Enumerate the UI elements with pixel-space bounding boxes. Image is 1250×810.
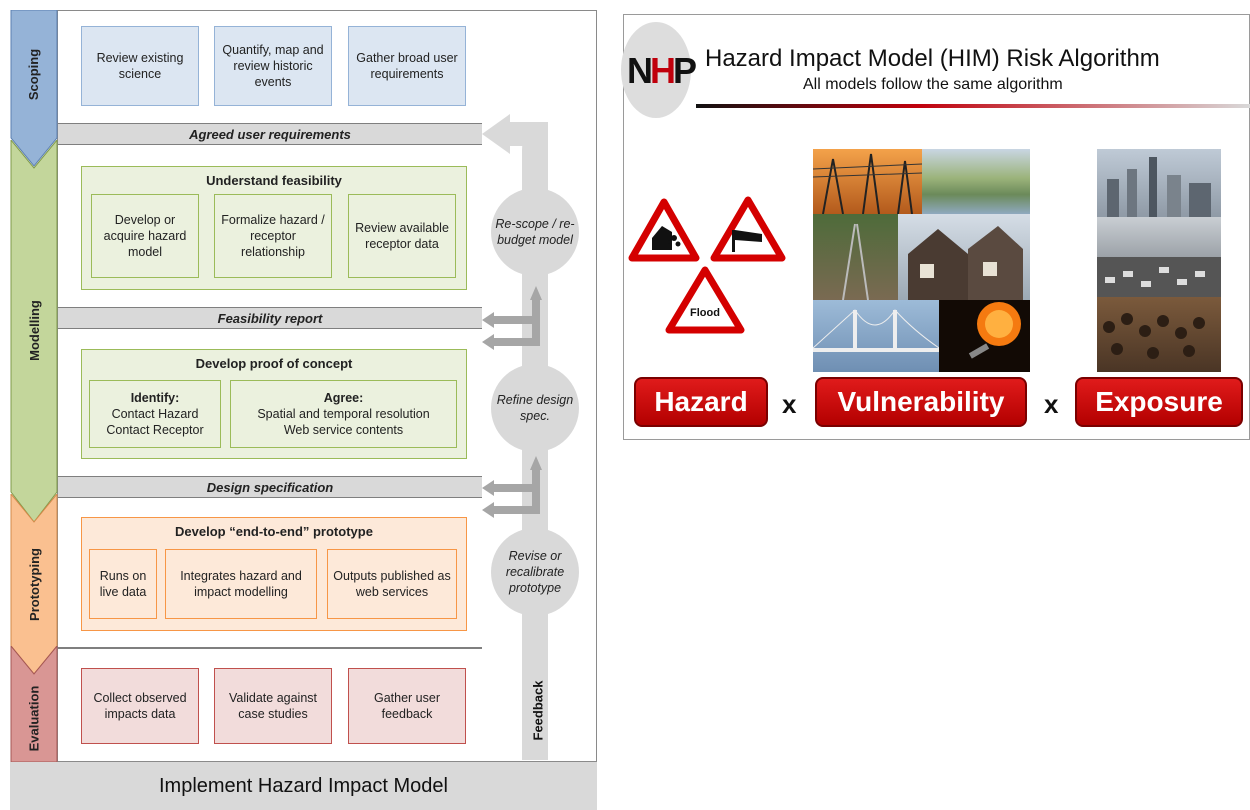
scoping-chevron-shape: [10, 10, 58, 167]
loop-circle-refine: Refine design spec.: [491, 364, 579, 452]
concept-box-identify: Identify: Contact Hazard Contact Recepto…: [89, 380, 221, 448]
evaluation-box-validate: Validate against case studies: [214, 668, 332, 744]
identify-line-1: Contact Hazard: [111, 407, 199, 421]
photo-crowd: [1097, 297, 1221, 372]
agree-line-2: Web service contents: [283, 423, 404, 437]
band-design-specification: Design specification: [58, 476, 482, 498]
multiply-sign-1: x: [782, 389, 797, 419]
landslide-warning-sign-icon: [628, 198, 700, 262]
feasibility-title: Understand feasibility: [206, 173, 342, 188]
agree-line-1: Spatial and temporal resolution: [257, 407, 430, 421]
photo-riverside-houses: [922, 149, 1030, 214]
photo-city-skyline: [1097, 149, 1221, 217]
logo-letter-p: P: [673, 50, 697, 91]
phase-label-evaluation: Evaluation: [26, 685, 42, 751]
flood-sign-label: Flood: [690, 307, 720, 319]
loop-circle-rescope: Re-scope / re-budget model: [491, 188, 579, 276]
photo-motorway-traffic: [1097, 217, 1221, 297]
band-feasibility-report: Feasibility report: [58, 307, 482, 329]
evaluation-divider: [58, 647, 482, 649]
feasibility-box-receptor-data: Review available receptor data: [348, 194, 456, 278]
him-title: Hazard Impact Model (HIM) Risk Algorithm: [705, 45, 1160, 72]
phase-tab-modelling: Modelling: [10, 140, 58, 526]
scoping-box-user-requirements: Gather broad user requirements: [348, 26, 466, 106]
phase-label-prototyping: Prototyping: [26, 547, 42, 621]
prototype-box-outputs: Outputs published as web services: [327, 549, 457, 619]
feasibility-box-relationship: Formalize hazard / receptor relationship: [214, 194, 332, 278]
evaluation-box-collect-impacts: Collect observed impacts data: [81, 668, 199, 744]
nhp-logo-background: [621, 22, 691, 118]
feedback-text: Feedback: [530, 680, 546, 740]
photo-bridge: [813, 300, 939, 372]
modelling-chevron-shape: [10, 140, 58, 523]
him-title-rule: [696, 104, 1250, 108]
evaluation-chevron-shape: [10, 646, 58, 763]
wind-warning-sign-icon: [710, 196, 786, 262]
photo-space-weather: [939, 300, 1030, 372]
scoping-box-historic-events: Quantify, map and review historic events: [214, 26, 332, 106]
flood-warning-sign-icon: [665, 266, 745, 334]
exposure-label: Exposure: [1075, 377, 1243, 427]
phase-label-modelling: Modelling: [26, 299, 42, 361]
multiply-sign-2: x: [1044, 389, 1059, 419]
loop-circle-revise: Revise or recalibrate prototype: [491, 528, 579, 616]
logo-letter-h: H: [650, 50, 676, 91]
concept-box-agree: Agree: Spatial and temporal resolution W…: [230, 380, 457, 448]
band-agreed-user-requirements: Agreed user requirements: [58, 123, 482, 145]
hazard-label: Hazard: [634, 377, 768, 427]
identify-line-2: Contact Receptor: [106, 423, 204, 437]
phase-label-scoping: Scoping: [26, 48, 42, 100]
vulnerability-label: Vulnerability: [815, 377, 1027, 427]
identify-title: Identify:: [130, 391, 180, 405]
prototype-title: Develop “end-to-end” prototype: [175, 524, 373, 539]
logo-letter-n: N: [627, 50, 653, 91]
feedback-label: Feedback: [524, 670, 552, 750]
scoping-box-review-science: Review existing science: [81, 26, 199, 106]
agree-title: Agree:: [323, 391, 364, 405]
photo-house: [898, 214, 1030, 300]
prototype-box-live-data: Runs on live data: [89, 549, 157, 619]
implement-him-bar: Implement Hazard Impact Model: [10, 762, 597, 810]
concept-title: Develop proof of concept: [195, 356, 353, 371]
phase-tab-scoping: Scoping: [10, 10, 58, 170]
feasibility-box-hazard-model: Develop or acquire hazard model: [91, 194, 199, 278]
photo-power-lines: [813, 149, 922, 214]
him-subtitle: All models follow the same algorithm: [803, 76, 1063, 93]
phase-tab-evaluation: Evaluation: [10, 646, 58, 764]
nhp-logo: NHP: [627, 50, 697, 92]
prototype-box-integrates: Integrates hazard and impact modelling: [165, 549, 317, 619]
photo-rail-track: [813, 214, 898, 300]
evaluation-box-user-feedback: Gather user feedback: [348, 668, 466, 744]
